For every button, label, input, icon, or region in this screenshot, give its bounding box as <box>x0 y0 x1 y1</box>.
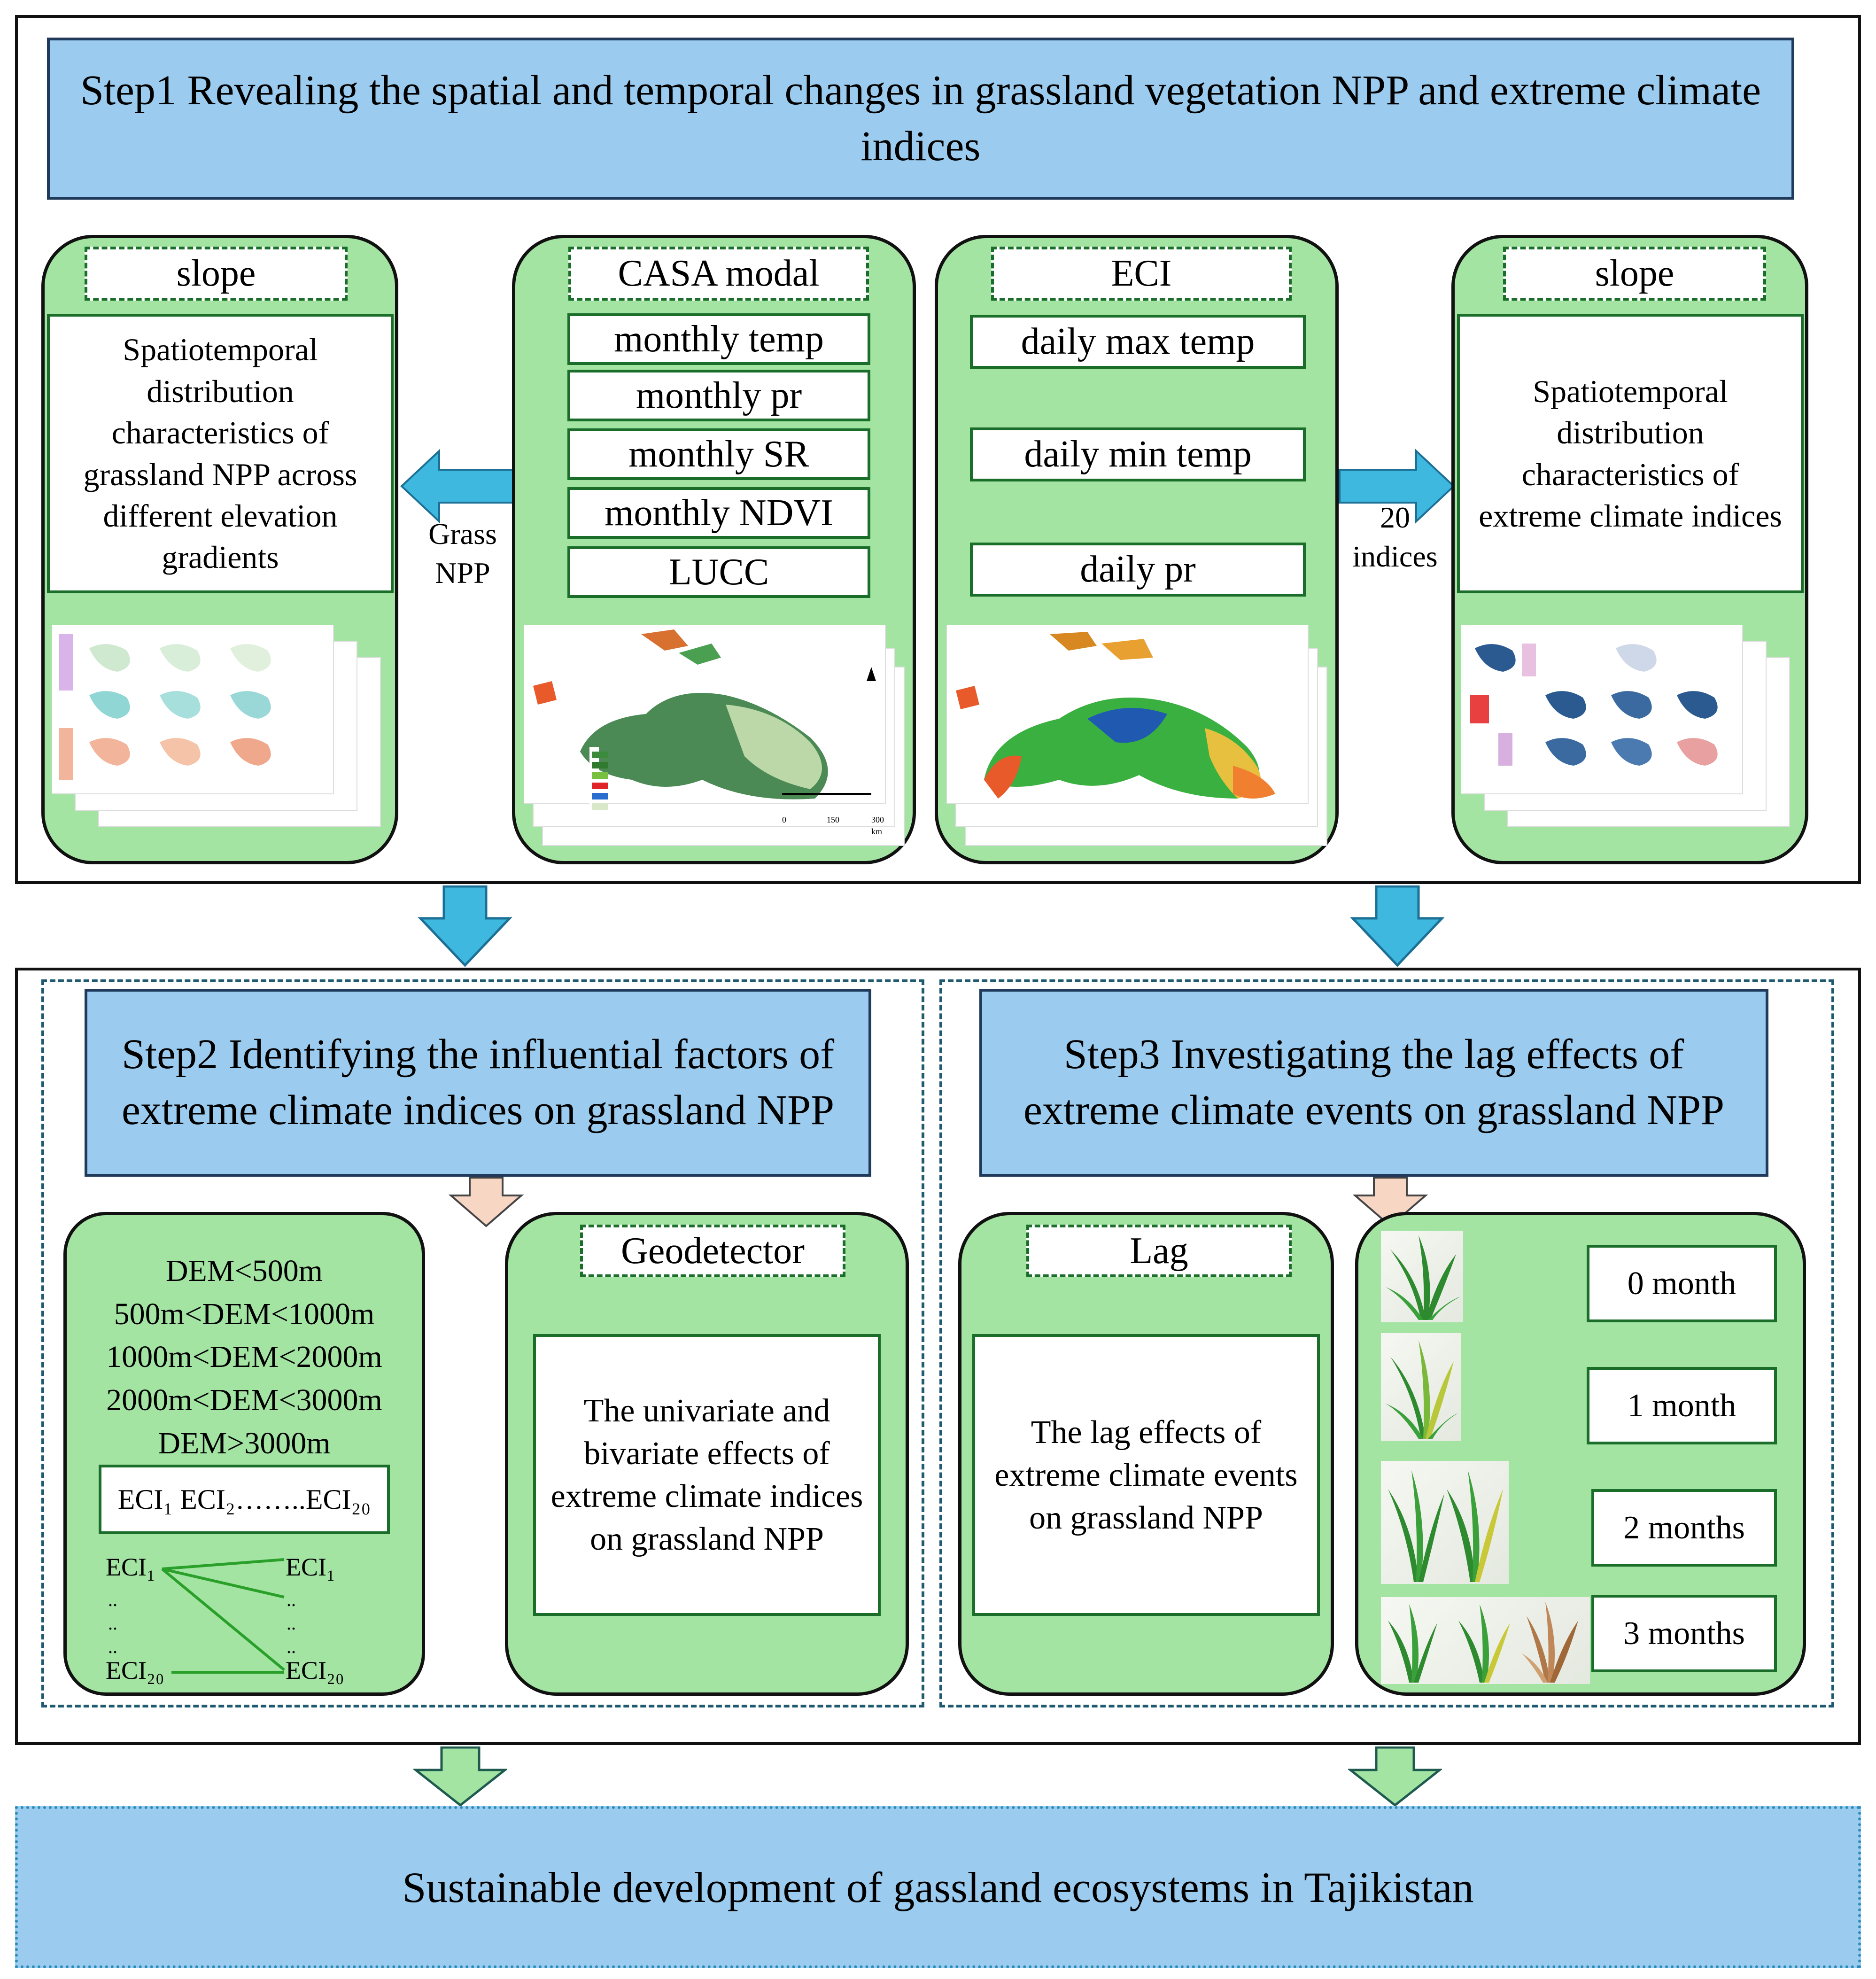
slope-left-label: slope <box>85 247 348 301</box>
arrow-left-blue <box>400 449 517 524</box>
casa-input-monthly-sr: monthly SR <box>567 428 870 480</box>
eci-slope-map-stack <box>1461 625 1790 827</box>
eci-pair-lines <box>161 1558 285 1674</box>
pair-right-top: ECI₁ <box>286 1553 335 1581</box>
casa-input-monthly-temp: monthly temp <box>567 313 870 365</box>
lag-1-month: 1 month <box>1587 1367 1777 1444</box>
pair-right-dots-3: .. <box>287 1636 296 1657</box>
pair-left-bottom: ECI₂₀ <box>106 1656 164 1684</box>
lucc-map <box>524 625 905 846</box>
grass-2-months-icon <box>1381 1461 1509 1584</box>
slope-right-description: Spatiotemporal distribution characterist… <box>1457 314 1804 593</box>
pair-left-dots-1: .. <box>108 1589 117 1610</box>
twenty-indices-label: 20 indices <box>1352 501 1438 574</box>
slope-right-label: slope <box>1503 247 1766 301</box>
final-goal: Sustainable development of gassland ecos… <box>15 1806 1861 1968</box>
step3-dashed-region <box>939 979 1834 1707</box>
arrow-down-blue-left <box>418 885 512 967</box>
arrow-down-peach-step3 <box>1353 1177 1428 1227</box>
eci-input-daily-pr: daily pr <box>970 543 1306 597</box>
casa-input-monthly-pr: monthly pr <box>567 370 870 421</box>
grass-1-month-icon <box>1381 1333 1461 1441</box>
casa-label: CASA modal <box>568 247 869 301</box>
map-scale-0: 0 <box>782 815 786 824</box>
grass-0-month-icon <box>1381 1231 1463 1322</box>
dem-panel <box>63 1212 425 1696</box>
pair-right-dots-1: .. <box>287 1589 296 1610</box>
lag-2-months: 2 months <box>1591 1489 1777 1567</box>
eci-map <box>946 625 1327 846</box>
lag-description: The lag effects of extreme climate event… <box>972 1334 1320 1616</box>
arrow-down-green-right <box>1348 1746 1442 1807</box>
dem-class-5: DEM>3000m <box>158 1426 331 1460</box>
dem-class-2: 500m<DEM<1000m <box>114 1297 375 1331</box>
dem-class-1: DEM<500m <box>165 1254 323 1288</box>
eci-input-daily-min-temp: daily min temp <box>970 427 1306 481</box>
lag-label: Lag <box>1026 1225 1292 1277</box>
step1-title: Step1 Revealing the spatial and temporal… <box>47 38 1794 200</box>
pair-left-top: ECI₁ <box>106 1553 155 1581</box>
step2-dashed-region <box>41 979 924 1707</box>
pair-left-dots-2: .. <box>108 1613 117 1634</box>
grass-3-months-icon <box>1381 1597 1590 1684</box>
arrow-right-blue <box>1339 449 1455 524</box>
casa-input-lucc: LUCC <box>567 546 870 598</box>
geodetector-label: Geodetector <box>580 1225 845 1277</box>
eci-input-daily-max-temp: daily max temp <box>970 315 1306 369</box>
dem-class-3: 1000m<DEM<2000m <box>106 1340 382 1374</box>
slope-left-description: Spatiotemporal distribution characterist… <box>47 314 394 593</box>
arrow-down-blue-right <box>1350 885 1444 967</box>
eci-label: ECI <box>991 247 1292 301</box>
npp-slope-map-stack <box>52 625 381 827</box>
step3-title: Step3 Investigating the lag effects of e… <box>979 989 1768 1177</box>
geodetector-description: The univariate and bivariate effects of … <box>533 1334 881 1616</box>
step2-title: Step2 Identifying the influential factor… <box>85 989 871 1177</box>
pair-right-dots-2: .. <box>287 1613 296 1634</box>
lag-0-month: 0 month <box>1587 1245 1777 1322</box>
arrow-down-peach-step2 <box>449 1177 524 1227</box>
arrow-down-green-left <box>413 1746 507 1807</box>
lag-3-months: 3 months <box>1591 1595 1777 1672</box>
map-scale-150: 150 <box>827 815 839 824</box>
map-scale-unit: km <box>871 827 883 836</box>
pair-left-dots-3: .. <box>108 1636 117 1657</box>
dem-class-4: 2000m<DEM<3000m <box>106 1383 382 1417</box>
eci-range-box: ECI₁ ECI₂……..ECI₂₀ <box>99 1465 390 1534</box>
pair-right-bottom: ECI₂₀ <box>286 1656 344 1684</box>
grass-npp-label: Grass NPP <box>428 517 497 590</box>
casa-input-monthly-ndvi: monthly NDVI <box>567 487 870 539</box>
map-scale-300: 300 <box>871 815 884 824</box>
